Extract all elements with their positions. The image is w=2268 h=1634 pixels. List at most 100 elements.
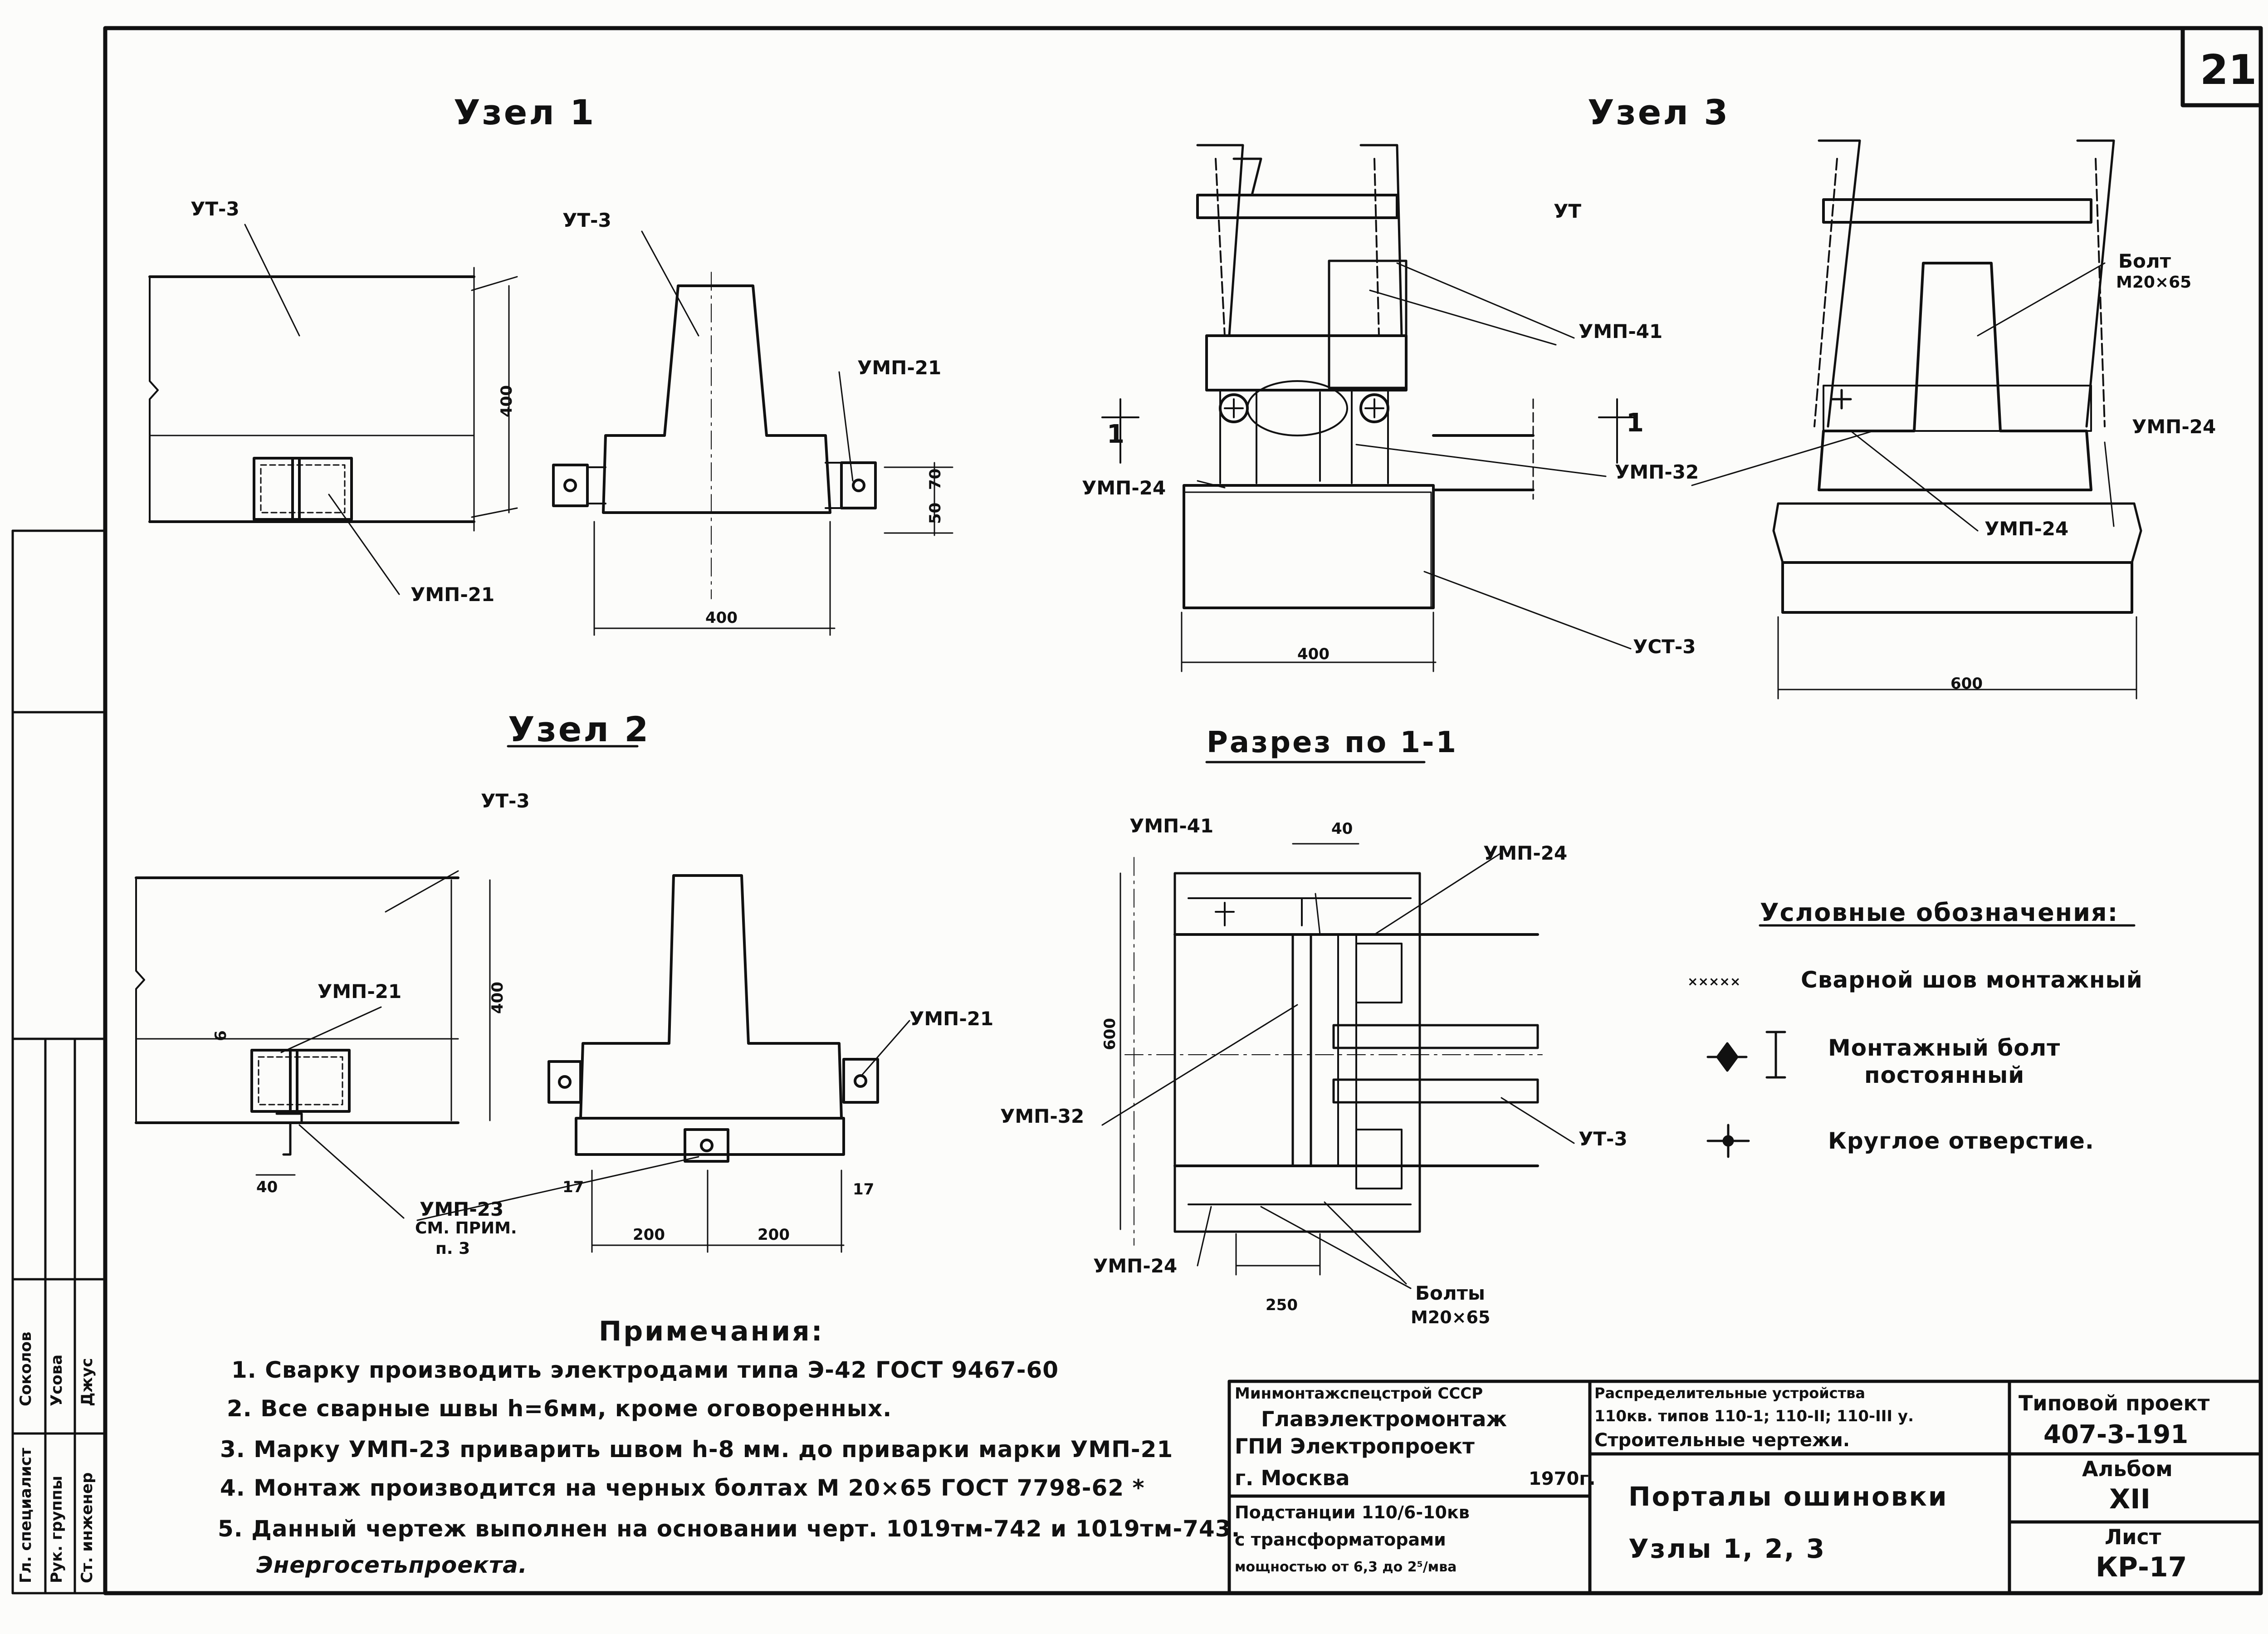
node3-label-bolt-size: М20×65 [2116, 273, 2192, 292]
node3-label-ump24-right-top: УМП-24 [2132, 416, 2216, 438]
section-label-ut3: УТ-3 [1579, 1128, 1628, 1150]
node1-title: Узел 1 [454, 92, 596, 132]
node3-section-mark-right: 1 [1626, 408, 1644, 438]
node2-label-ump21-left: УМП-21 [318, 980, 402, 1003]
note-5: 5. Данный чертеж выполнен на основании ч… [218, 1516, 1241, 1542]
node3-label-bolt: Болт [2118, 250, 2171, 272]
tb-substation-1: Подстанции 110/6-10кв [1235, 1502, 1470, 1522]
tb-substation-3: мощностью от 6,3 до 2⁵/мва [1235, 1559, 1457, 1575]
node1-label-ump21-right: УМП-21 [857, 357, 942, 379]
section-label-ump24-bottom: УМП-24 [1093, 1255, 1178, 1277]
legend-weld-symbol: ××××× [1687, 974, 1741, 989]
section-label-ump24-top: УМП-24 [1483, 842, 1568, 864]
legend-bolt-text-1: Монтажный болт [1828, 1035, 2061, 1061]
legend-hole-text: Круглое отверстие. [1828, 1128, 2094, 1154]
legend-symbols [1706, 1031, 1786, 1158]
section-label-ump32: УМП-32 [1000, 1105, 1085, 1127]
tb-project-number: 407-3-191 [2043, 1420, 2189, 1449]
node1-label-ut3-left: УТ-3 [191, 198, 240, 220]
stamp-name-2: Усова [48, 1354, 66, 1406]
node3-left-view [1101, 144, 1636, 672]
section-label-bolts: Болты [1415, 1282, 1485, 1304]
node2-elevation-view [547, 874, 879, 1253]
node3-label-ump32: УМП-32 [1615, 461, 1699, 483]
node2-label-ut3: УТ-3 [481, 790, 530, 812]
title-block-grid [1227, 1380, 2263, 1595]
node1-dim-400-horizontal: 400 [705, 609, 738, 627]
node2-dim-6: 6 [212, 1030, 230, 1041]
legend-bolt-text-2: постоянный [1864, 1062, 2025, 1088]
node2-label-ump23: УМП-23 [420, 1198, 504, 1220]
side-stamp-grid [11, 529, 107, 1595]
sheet-frame [103, 26, 2263, 1595]
tb-drawing-title-2: Узлы 1, 2, 3 [1628, 1533, 1826, 1564]
note-3: 3. Марку УМП-23 приварить швом h-8 мм. д… [220, 1436, 1173, 1463]
tb-work-1: Распределительные устройства [1594, 1384, 1865, 1402]
tb-work-2: 110кв. типов 110-1; 110-II; 110-III у. [1594, 1407, 1914, 1425]
node1-plan-view [148, 267, 518, 532]
node2-dim-17-right: 17 [853, 1180, 875, 1199]
node2-label-ump23-note2: п. 3 [435, 1239, 470, 1258]
node2-label-ump21-right: УМП-21 [909, 1008, 994, 1030]
tb-year: 1970г. [1529, 1468, 1596, 1489]
stamp-name-1: Соколов [17, 1331, 35, 1406]
tb-org1: Минмонтажспецстрой СССР [1235, 1384, 1483, 1403]
legend-title: Условные обозначения: [1760, 898, 2119, 927]
node2-dim-40: 40 [256, 1178, 278, 1196]
note-2: 2. Все сварные швы h=6мм, кроме оговорен… [227, 1395, 892, 1422]
stamp-role-2: Рук. группы [48, 1476, 66, 1583]
node1-dim-400-vertical: 400 [498, 385, 516, 417]
title-underlines [507, 745, 2136, 927]
node1-dim-70: 70 [926, 468, 944, 490]
tb-city: г. Москва [1235, 1466, 1350, 1490]
note-1: 1. Сварку производить электродами типа Э… [231, 1357, 1059, 1383]
node3-section-mark-left: 1 [1107, 420, 1124, 449]
node1-label-ut3-right: УТ-3 [562, 209, 611, 231]
note-4: 4. Монтаж производится на черных болтах … [220, 1475, 1145, 1501]
node3-label-ust3: УСТ-3 [1633, 636, 1696, 658]
sheet-number-box [2180, 26, 2263, 108]
tb-album-number: XII [2109, 1483, 2151, 1515]
tb-drawing-title-1: Порталы ошиновки [1628, 1481, 1948, 1512]
node3-label-ut: УТ [1554, 200, 1582, 222]
note-5-continuation: Энергосетьпроекта. [256, 1552, 528, 1578]
tb-sheet-label: Лист [2105, 1525, 2161, 1549]
section-label-bolts-size: М20×65 [1411, 1307, 1491, 1327]
node3-label-ump24-right-mid: УМП-24 [1984, 518, 2069, 540]
section-dim-250: 250 [1266, 1296, 1298, 1314]
node2-dim-400: 400 [489, 982, 507, 1014]
node3-title: Узел 3 [1588, 92, 1730, 132]
node3-dim-400: 400 [1297, 645, 1330, 663]
stamp-role-3: Ст. инженер [78, 1472, 96, 1583]
node2-dim-200-right: 200 [758, 1226, 790, 1244]
node1-label-ump21-bottom: УМП-21 [411, 583, 495, 606]
section-1-1-view [1119, 843, 1543, 1276]
tb-org3: ГПИ Электропроект [1235, 1434, 1475, 1458]
node3-label-ump41: УМП-41 [1579, 320, 1663, 342]
tb-work-3: Строительные чертежи. [1594, 1430, 1850, 1451]
node2-plan-view [135, 876, 491, 1176]
section-title: Разрез по 1-1 [1207, 726, 1458, 759]
node3-dim-600: 600 [1950, 675, 1983, 693]
section-dim-600: 600 [1101, 1018, 1119, 1050]
section-dim-40: 40 [1331, 820, 1353, 838]
section-label-ump41: УМП-41 [1129, 815, 1214, 837]
node2-label-ump23-note1: СМ. ПРИМ. [415, 1219, 517, 1238]
node2-dim-200-left: 200 [633, 1226, 665, 1244]
node1-elevation-view [552, 272, 953, 636]
tb-album-label: Альбом [2082, 1457, 2173, 1481]
tb-sheet-code: КР-17 [2096, 1551, 2187, 1583]
notes-title: Примечания: [599, 1316, 824, 1347]
node3-label-ump24-left: УМП-24 [1082, 477, 1166, 499]
stamp-name-3: Джус [78, 1358, 96, 1406]
leader-lines [244, 224, 2115, 1289]
node1-dim-50: 50 [926, 502, 944, 524]
legend-weld-text: Сварной шов монтажный [1801, 967, 2143, 993]
tb-org2: Главэлектромонтаж [1261, 1407, 1507, 1431]
stamp-role-1: Гл. специалист [17, 1448, 35, 1583]
sheet-number: 21 [2200, 46, 2257, 94]
tb-typical-label: Типовой проект [2019, 1391, 2210, 1415]
node3-right-view [1772, 139, 2142, 700]
